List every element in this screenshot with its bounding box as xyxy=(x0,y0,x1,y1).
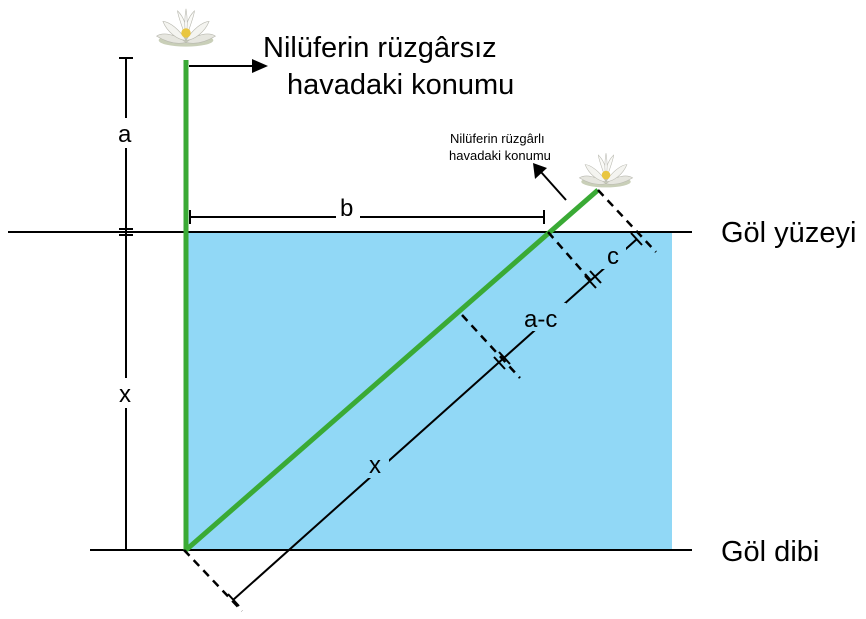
tick-diag-top xyxy=(630,232,643,246)
windy-label-line-2: havadaki konumu xyxy=(449,148,551,163)
dash-perp-mid xyxy=(461,314,521,379)
windy-arrow xyxy=(540,171,567,201)
label-bg-ac xyxy=(520,303,566,331)
lake-surface-label: Göl yüzeyi xyxy=(721,217,856,249)
label-bg-c xyxy=(602,243,626,269)
windy-label-line-1: Nilüferin rüzgârlı xyxy=(450,131,545,146)
windy-stem xyxy=(184,188,600,552)
tick-diag-c-2 xyxy=(589,270,602,284)
dim-x-vertical-label: x xyxy=(119,381,131,408)
dim-a-minus-c-label: a-c xyxy=(524,306,557,333)
label-bg-xd xyxy=(363,450,389,478)
tick-diag-c-1 xyxy=(584,275,597,289)
dim-a-label: a xyxy=(118,121,132,148)
dim-x-diagonal-label: x xyxy=(369,452,381,479)
dash-perp-top xyxy=(597,189,657,253)
label-bg-b xyxy=(336,205,360,227)
tick-diag-mid-1 xyxy=(493,356,506,370)
tick-diag-mid-2 xyxy=(498,351,511,365)
dim-diagonal xyxy=(232,238,638,601)
label-bg-a xyxy=(114,118,138,148)
calm-label-line-2: havadaki konumu xyxy=(287,69,514,101)
calm-water-lily-icon xyxy=(156,8,216,48)
lake-bottom-label: Göl dibi xyxy=(721,536,819,568)
dash-perp-bottom xyxy=(183,549,243,612)
label-bg-x xyxy=(114,378,138,408)
windy-arrow-head xyxy=(533,163,547,179)
lake-water xyxy=(184,232,672,550)
windy-water-lily-icon xyxy=(578,152,634,188)
dash-perp-surface xyxy=(547,231,593,283)
calm-label-line-1: Nilüferin rüzgârsız xyxy=(263,32,497,64)
calm-arrow-head xyxy=(252,59,268,73)
dim-b-label: b xyxy=(340,195,353,222)
tick-diag-bottom xyxy=(227,593,240,607)
dim-c-label: c xyxy=(607,243,619,270)
